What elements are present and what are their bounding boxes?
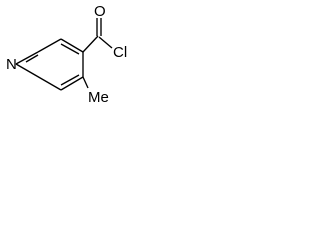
oxygen-atom-label: O [94, 3, 106, 20]
acyl-chloride-bond [98, 36, 113, 49]
ring-inner-double-bond-2 [60, 43, 80, 55]
ring-bond-c2-c3 [37, 38, 62, 53]
nitrogen-atom-label: N [6, 56, 17, 73]
ring-bond-c5-c6 [60, 76, 84, 91]
ring-bond-n-c2 [15, 51, 39, 65]
methyl-group-label: Me [88, 89, 109, 106]
ring-bond-c3-c4 [60, 38, 84, 53]
ring-bond-c6-n [15, 63, 62, 91]
ring-inner-double-bond-1 [25, 54, 39, 63]
methyl-attachment-bond [82, 76, 89, 89]
chlorine-atom-label: Cl [113, 44, 127, 61]
carbonyl-attachment-bond [82, 35, 99, 53]
ring-inner-double-bond-3 [60, 74, 80, 86]
chemical-structure-diagram: O Cl N Me [6, 3, 127, 106]
